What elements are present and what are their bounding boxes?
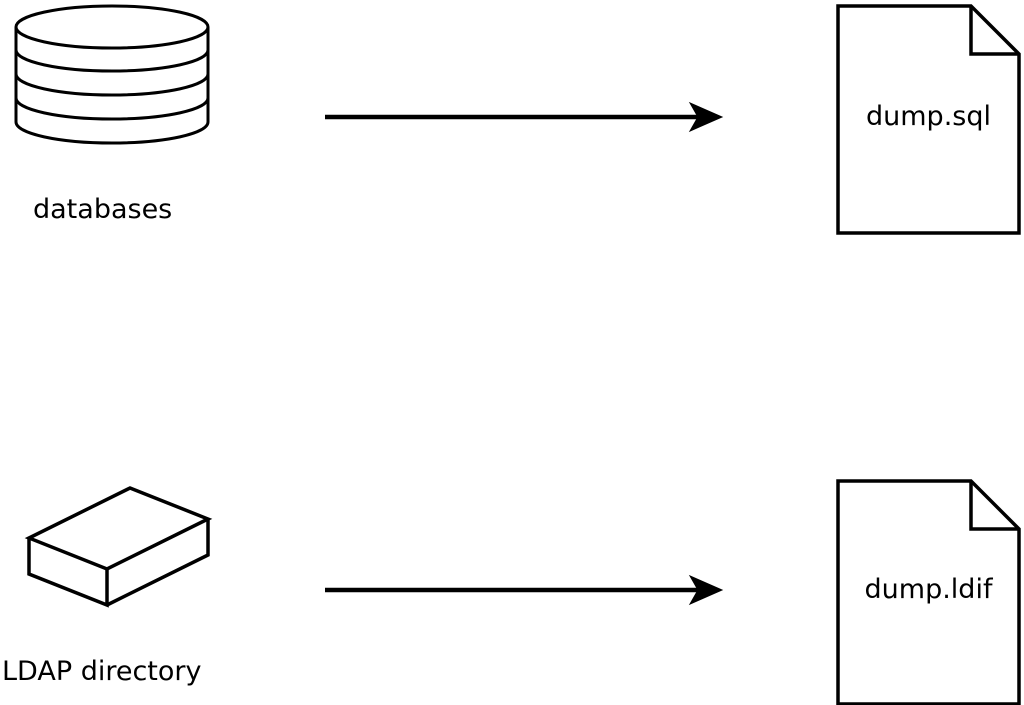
arrow-icon-top: [325, 101, 724, 133]
document-icon-sql: [836, 4, 1021, 235]
document-icon-ldif: [836, 479, 1021, 705]
target-label-dump-sql: dump.sql: [866, 101, 991, 132]
database-cylinder-icon: [14, 4, 210, 145]
target-label-dump-ldif: dump.ldif: [864, 574, 993, 605]
arrow-icon-bottom: [325, 574, 724, 606]
source-label-ldap-directory: LDAP directory: [2, 656, 202, 687]
box-3d-icon: [24, 486, 213, 608]
source-label-databases: databases: [33, 194, 173, 225]
